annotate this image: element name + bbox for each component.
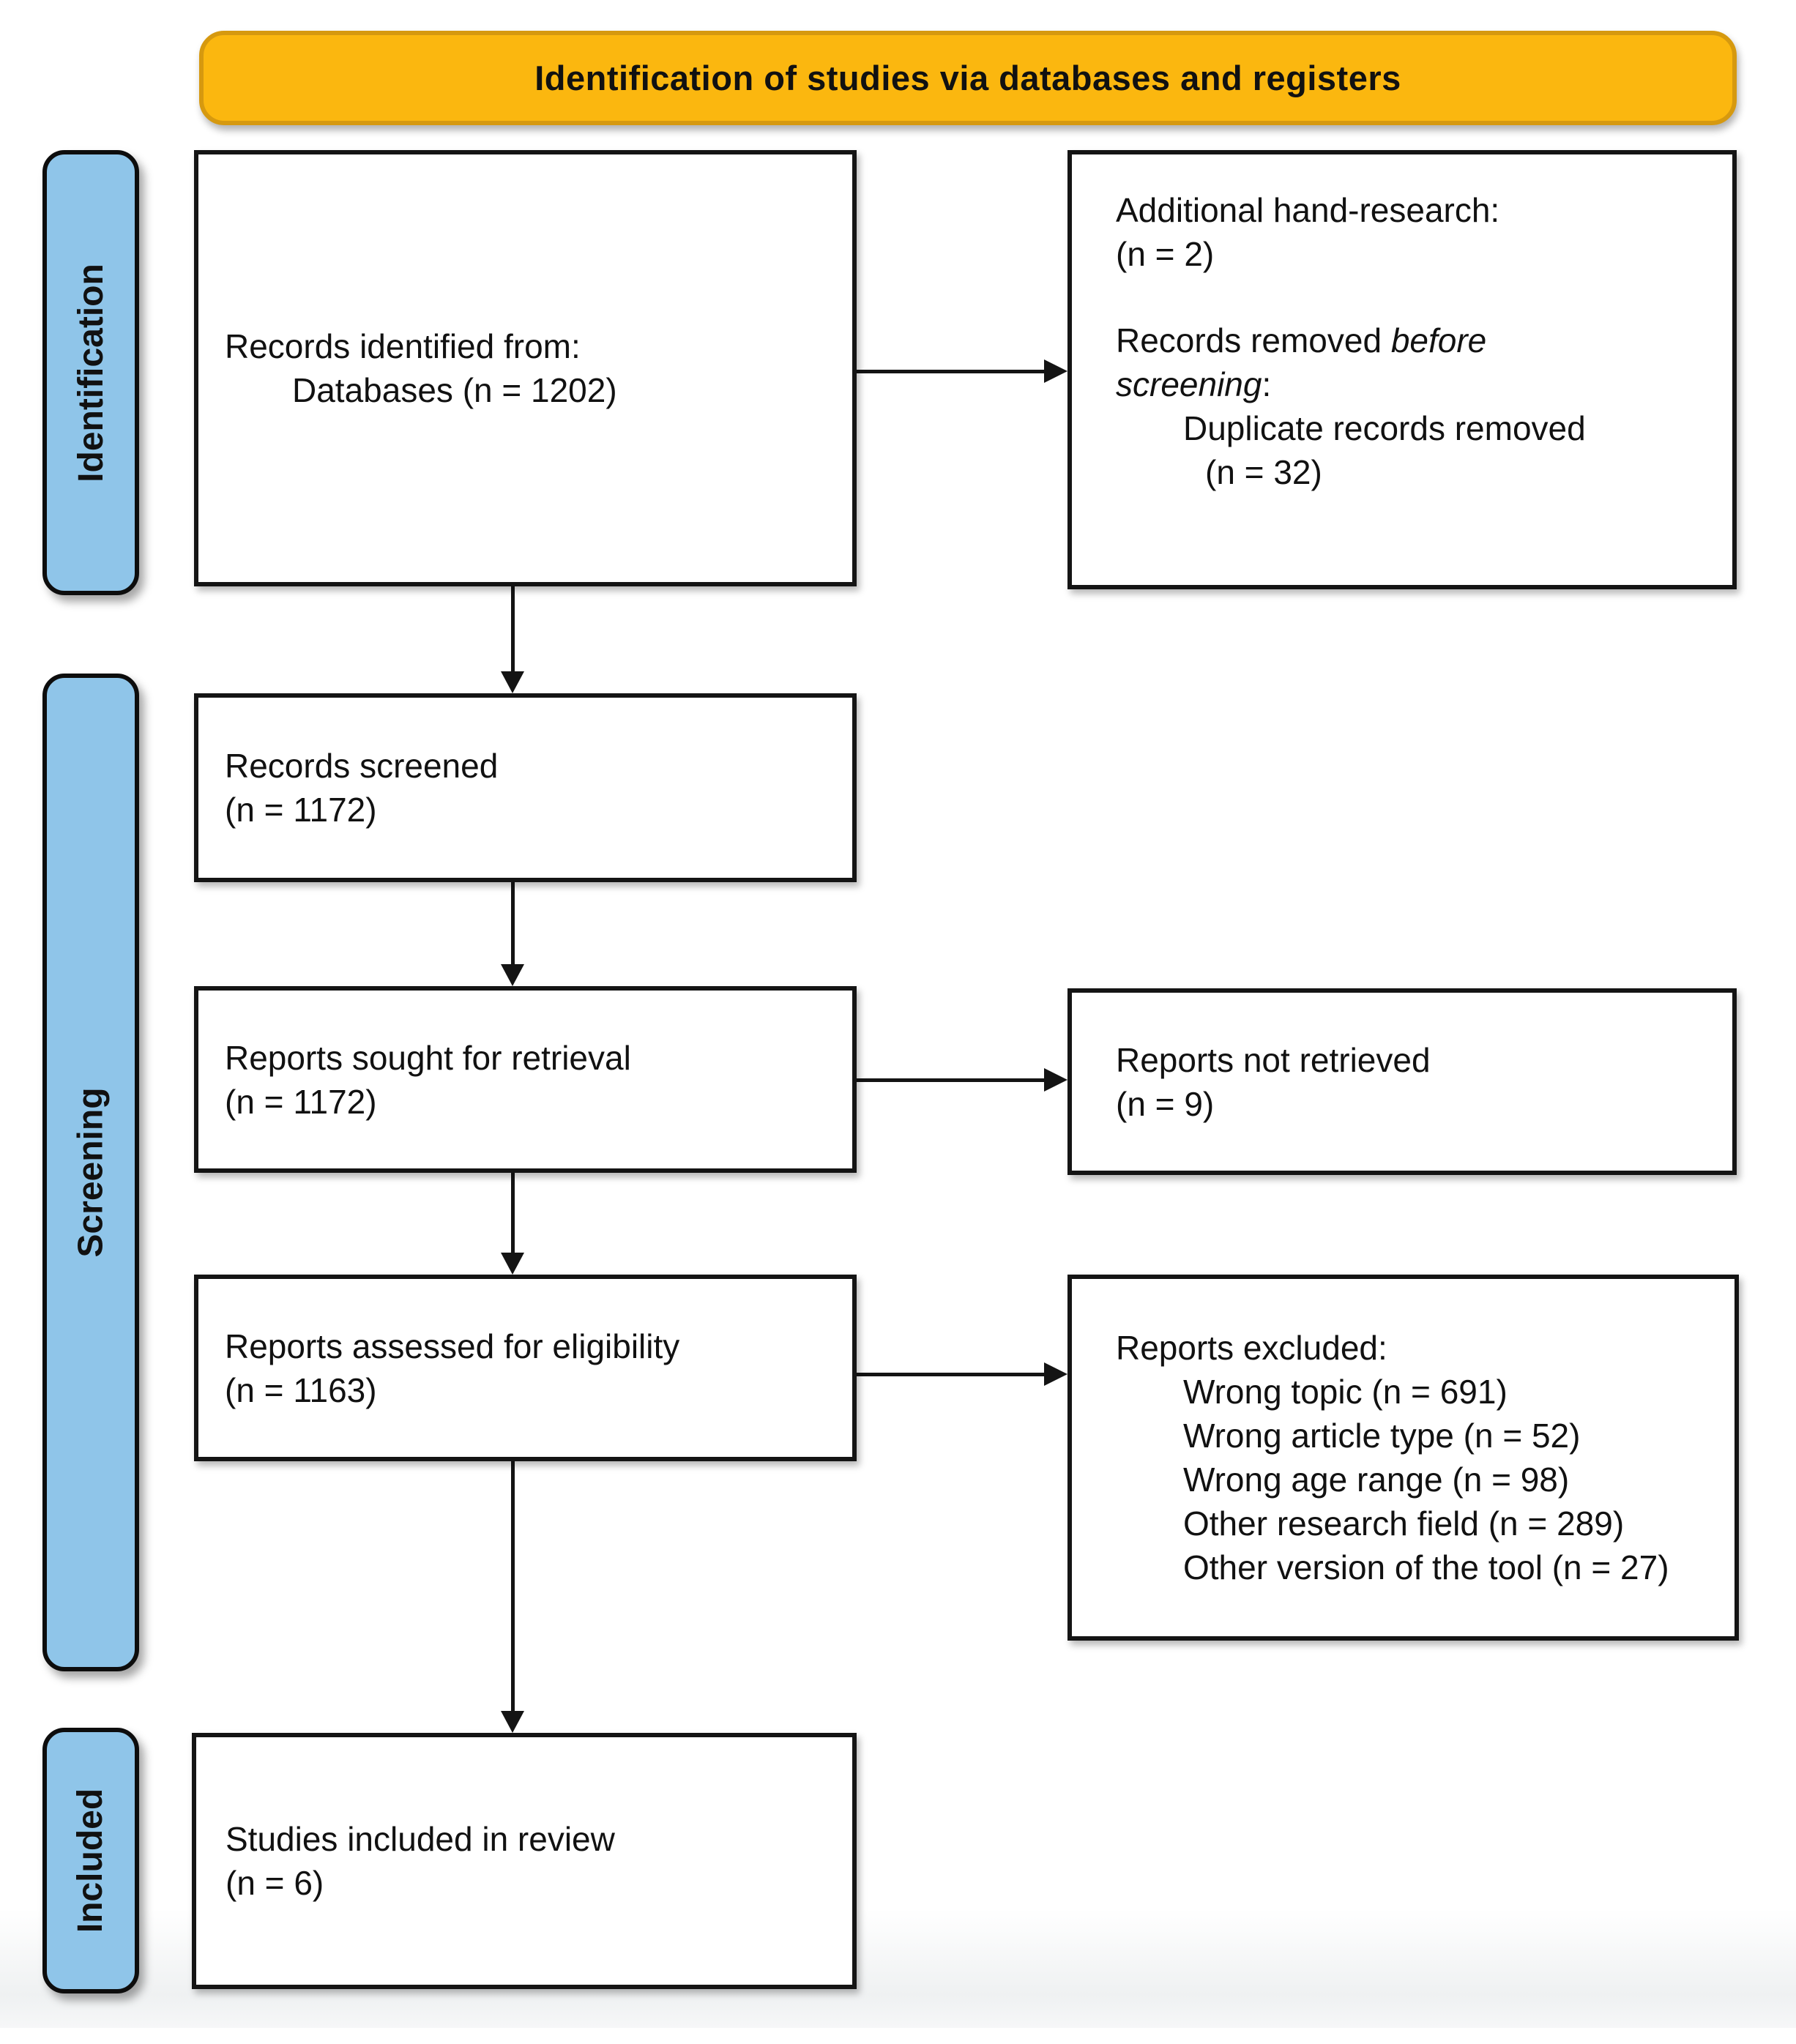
blank-line xyxy=(1116,276,1710,318)
hand-research-line1: Additional hand-research: xyxy=(1116,191,1500,229)
arrow-down-head-icon xyxy=(501,1253,524,1275)
arrow-down-head-icon xyxy=(501,1711,524,1733)
reports-not-retrieved-line2: (n = 9) xyxy=(1116,1084,1215,1123)
banner: Identification of studies via databases … xyxy=(199,31,1737,125)
arrow-right-head-icon xyxy=(1044,1068,1067,1092)
records-screened-line1: Records screened xyxy=(225,747,499,785)
reports-sought-line1: Reports sought for retrieval xyxy=(225,1038,631,1077)
excluded-reason: Wrong topic (n = 691) xyxy=(1183,1373,1508,1411)
stage-tag-identification: Identification xyxy=(42,150,139,595)
box-reports-sought: Reports sought for retrieval (n = 1172) xyxy=(194,986,857,1173)
box-records-identified: Records identified from: Databases (n = … xyxy=(194,150,857,586)
arrow-right-head-icon xyxy=(1044,1362,1067,1386)
excluded-reason: Other research field (n = 289) xyxy=(1183,1504,1625,1543)
arrow-right-sought-to-not-retrieved xyxy=(857,1078,1044,1082)
records-screened-line2: (n = 1172) xyxy=(225,791,377,829)
box-reports-assessed: Reports assessed for eligibility (n = 11… xyxy=(194,1275,857,1461)
excluded-reason: Wrong article type (n = 52) xyxy=(1183,1417,1581,1455)
reports-assessed-line2: (n = 1163) xyxy=(225,1370,377,1409)
box-reports-not-retrieved: Reports not retrieved (n = 9) xyxy=(1067,988,1737,1175)
arrow-down-assessed-to-included xyxy=(511,1461,515,1712)
stage-tag-included: Included xyxy=(42,1728,139,1993)
box-records-screened: Records screened (n = 1172) xyxy=(194,693,857,882)
arrow-down-head-icon xyxy=(501,671,524,693)
arrow-right-assessed-to-excluded xyxy=(857,1373,1044,1376)
excluded-reason: Wrong age range (n = 98) xyxy=(1183,1461,1570,1499)
box-studies-included: Studies included in review (n = 6) xyxy=(192,1733,857,1989)
arrow-right-identified-to-removed xyxy=(857,370,1044,373)
banner-title: Identification of studies via databases … xyxy=(534,59,1401,97)
reports-assessed-line1: Reports assessed for eligibility xyxy=(225,1327,680,1365)
hand-research-line2: (n = 2) xyxy=(1116,235,1215,273)
duplicate-records-line: Duplicate records removed xyxy=(1183,409,1586,447)
box-records-removed-before-screening: Additional hand-research: (n = 2) Record… xyxy=(1067,150,1737,589)
arrow-down-sought-to-assessed xyxy=(511,1173,515,1254)
box-reports-excluded: Reports excluded: Wrong topic (n = 691) … xyxy=(1067,1275,1739,1641)
reports-not-retrieved-line1: Reports not retrieved xyxy=(1116,1040,1431,1079)
stage-tag-included-label: Included xyxy=(71,1788,111,1933)
stage-tag-identification-label: Identification xyxy=(71,263,111,482)
stage-tag-screening: Screening xyxy=(42,674,139,1671)
excluded-reason: Other version of the tool (n = 27) xyxy=(1183,1548,1669,1586)
duplicate-records-count: (n = 32) xyxy=(1205,453,1322,491)
reports-excluded-header: Reports excluded: xyxy=(1116,1329,1387,1367)
arrow-right-head-icon xyxy=(1044,359,1067,383)
arrow-down-head-icon xyxy=(501,964,524,986)
arrow-down-screened-to-sought xyxy=(511,882,515,966)
arrow-down-identified-to-screened xyxy=(511,586,515,673)
reports-sought-line2: (n = 1172) xyxy=(225,1082,377,1121)
records-removed-line2: screening: xyxy=(1116,365,1272,403)
records-identified-line2: Databases (n = 1202) xyxy=(292,371,617,409)
records-identified-line1: Records identified from: xyxy=(225,327,581,365)
records-removed-line1: Records removed before xyxy=(1116,321,1487,359)
stage-tag-screening-label: Screening xyxy=(71,1087,111,1258)
studies-included-line1: Studies included in review xyxy=(226,1820,615,1858)
studies-included-line2: (n = 6) xyxy=(226,1864,324,1902)
